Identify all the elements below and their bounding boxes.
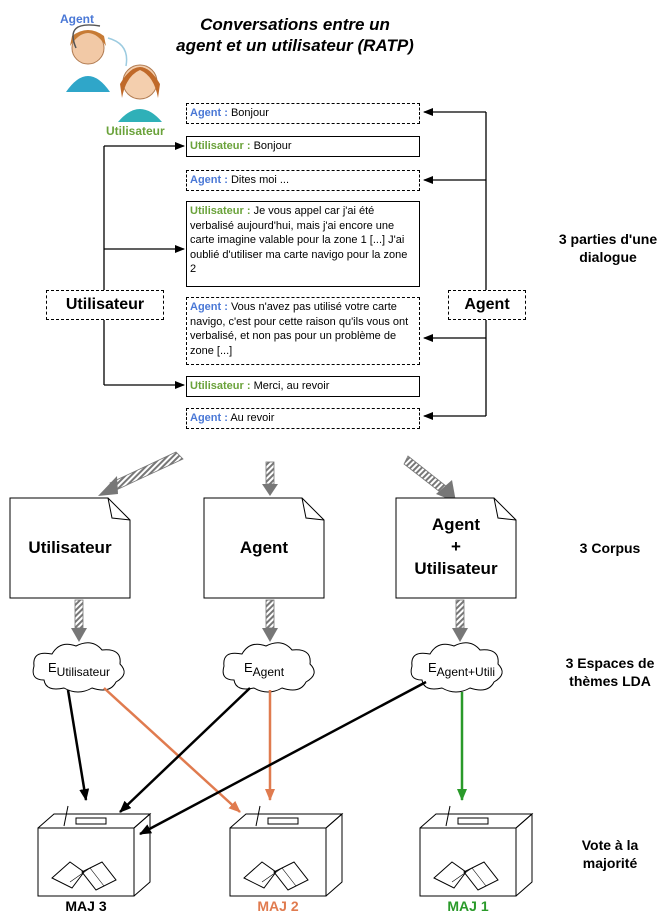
corpus-label-agent: Agent: [239, 538, 289, 557]
speaker-label: Utilisateur :: [190, 380, 251, 392]
message-text: Au revoir: [230, 412, 275, 424]
message-4: Utilisateur : Je vous appel car j'ai été…: [186, 201, 420, 287]
ballot-box-maj3: [37, 805, 152, 897]
corpus-label-utilisateur: Utilisateur: [28, 538, 112, 557]
message-text: Je vous appel car j'ai été verbalisé auj…: [190, 205, 408, 275]
hatched-arrow-to-corpus-2: [262, 461, 278, 496]
corpus-c3-line-3: Utilisateur: [414, 559, 498, 578]
message-text: Vous n'avez pas utilisé votre carte navi…: [190, 301, 409, 357]
label-lda-line-1: 3 Espaces de: [565, 655, 655, 671]
agent-person-label: Agent: [60, 12, 94, 26]
space-2-main: E: [244, 660, 253, 675]
title-line-1: Conversations entre un: [200, 15, 390, 34]
space-label-agent: EAgent: [244, 660, 284, 679]
user-connector: [103, 142, 185, 389]
hatched-arrow-to-space-2: [262, 599, 278, 642]
ballot-box-maj1: [419, 805, 534, 897]
hatched-arrow-to-corpus-3: [403, 455, 456, 502]
ballot-box-maj2: [229, 805, 344, 897]
arrow-s1-maj3: [66, 689, 90, 801]
arrow-s3-maj3: [139, 680, 427, 836]
user-person-icon: [118, 64, 162, 122]
agent-connector: [423, 108, 487, 420]
corpus-c3-line-2: +: [451, 537, 461, 556]
space-1-sub: Utilisateur: [56, 665, 111, 679]
message-text: Bonjour: [253, 140, 292, 152]
hatched-arrow-to-space-1: [71, 599, 87, 642]
document-agent: [203, 497, 325, 599]
cloud-space-agent: [222, 642, 315, 693]
space-1-main: E: [48, 660, 57, 675]
speaker-label: Utilisateur :: [190, 205, 251, 217]
arrow-s1-maj2: [103, 687, 241, 813]
label-corpus: 3 Corpus: [579, 540, 641, 556]
cloud-space-utilisateur: [32, 642, 125, 693]
user-side-box: Utilisateur: [46, 290, 164, 320]
corpus-label-agent-utilisateur: Agent + Utilisateur: [396, 514, 516, 580]
space-label-agent-utili: EAgent+Utili: [428, 660, 495, 679]
corpus-c3-line-1: Agent: [431, 515, 481, 534]
phone-line: [107, 37, 128, 67]
speaker-label: Agent :: [190, 107, 228, 119]
label-vote-line-1: Vote à la: [581, 837, 639, 853]
message-text: Bonjour: [230, 107, 269, 119]
message-7: Agent : Au revoir: [186, 408, 420, 429]
agent-side-box: Agent: [448, 290, 526, 320]
title-line-2: agent et un utilisateur (RATP): [176, 36, 414, 55]
label-dialogue-parts: 3 parties d'une dialogue: [558, 231, 658, 265]
message-3: Agent : Dites moi ...: [186, 170, 420, 191]
document-agent-utilisateur: [395, 497, 517, 599]
space-3-main: E: [428, 660, 437, 675]
space-3-sub: Agent+Utili: [436, 665, 496, 679]
hatched-arrow-to-space-3: [452, 599, 468, 642]
speaker-label: Agent :: [190, 174, 228, 186]
document-utilisateur: [9, 497, 131, 599]
agent-person-icon: [66, 24, 110, 92]
diagram-title: Conversations entre un agent et un utili…: [150, 14, 440, 56]
label-lda-spaces: 3 Espaces de thèmes LDA: [548, 654, 672, 690]
maj2-label: MAJ 2: [257, 898, 299, 914]
message-5: Agent : Vous n'avez pas utilisé votre ca…: [186, 297, 420, 365]
label-vote-line-2: majorité: [582, 855, 638, 871]
speaker-label: Utilisateur :: [190, 140, 251, 152]
message-6: Utilisateur : Merci, au revoir: [186, 376, 420, 397]
message-text: Merci, au revoir: [253, 380, 330, 392]
maj1-label: MAJ 1: [447, 898, 489, 914]
speaker-label: Agent :: [190, 412, 228, 424]
space-2-sub: Agent: [252, 665, 285, 679]
message-text: Dites moi ...: [230, 174, 290, 186]
message-1: Agent : Bonjour: [186, 103, 420, 124]
speaker-label: Agent :: [190, 301, 228, 313]
maj3-label: MAJ 3: [65, 898, 107, 914]
arrow-s2-maj3: [119, 687, 251, 813]
message-2: Utilisateur : Bonjour: [186, 136, 420, 157]
space-label-utilisateur: EUtilisateur: [48, 660, 110, 679]
cloud-space-agent-utili: [410, 642, 503, 693]
label-lda-line-2: thèmes LDA: [569, 673, 651, 689]
user-person-label: Utilisateur: [106, 124, 165, 138]
hatched-arrow-to-corpus-1: [98, 451, 184, 496]
label-vote: Vote à la majorité: [560, 836, 660, 872]
